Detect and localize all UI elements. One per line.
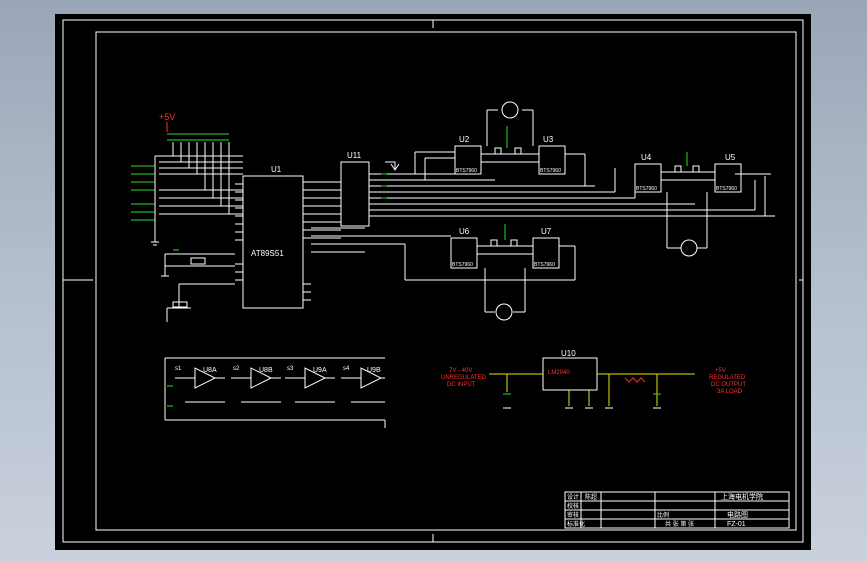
tb-row4-right: 共 张 第 张 <box>665 520 694 528</box>
chip-u2-ref: U2 <box>459 135 470 144</box>
chip-u5-ref: U5 <box>725 153 736 162</box>
chip-u4-ref: U4 <box>641 153 652 162</box>
svg-text:U9A: U9A <box>313 367 327 374</box>
chip-u10-ref: U10 <box>561 349 576 358</box>
tb-row1-left: 设计 <box>567 493 579 501</box>
chip-u5-part: BTS7960 <box>716 186 737 192</box>
chip-u3-part: BTS7960 <box>540 168 561 174</box>
chip-u11: U11 <box>311 151 400 239</box>
chip-u7-part: BTS7960 <box>534 262 555 268</box>
tb-scale-label: 比例 <box>657 511 669 519</box>
supply-label: +5V <box>159 112 175 122</box>
tb-school: 上海电机学院 <box>721 492 763 501</box>
opamp-u9b: s4 U9B <box>341 366 385 403</box>
chip-u1: U1 AT89S51 <box>235 165 311 309</box>
drawing-frame <box>62 16 804 543</box>
motor-m3-icon <box>495 303 513 321</box>
regulator-output-line2: REGULATED <box>709 375 746 381</box>
regulator-input-line2: DC INPUT <box>447 382 476 388</box>
driver-pair-u6-u7: U6 BTS7960 U7 BTS7960 <box>311 224 576 321</box>
tb-row1-mid: 陈超 <box>585 493 597 501</box>
regulator-output-line1: +5V <box>715 368 726 374</box>
control-bus <box>381 151 775 217</box>
opamp-section: s1 U8A s2 U8B s3 U9A s4 U9B <box>164 357 386 428</box>
regulator-output-line4: 3A LOAD <box>717 389 743 395</box>
chip-u4-part: BTS7960 <box>636 186 657 192</box>
tb-drawing-no: FZ-01 <box>727 521 746 528</box>
chip-u2-part: BTS7960 <box>456 168 477 174</box>
u1-right-pins <box>303 181 311 301</box>
regulator-section: U10 LM2940 7V - 40V UNREGULATED DC INPUT… <box>441 349 746 409</box>
schematic-canvas: +5V <box>55 14 811 550</box>
regulator-input-range: 7V - 40V <box>449 368 472 374</box>
driver-pair-u4-u5: U4 BTS7960 U5 BTS7960 <box>634 152 742 257</box>
motor-m1-icon <box>501 101 519 119</box>
svg-text:U8B: U8B <box>259 367 273 374</box>
input-switch-bank <box>131 155 243 246</box>
chip-u11-ref: U11 <box>347 151 362 160</box>
svg-text:s2: s2 <box>233 366 240 372</box>
chip-u10-part: LM2940 <box>548 370 570 376</box>
regulator-input-line1: UNREGULATED <box>441 375 487 381</box>
svg-text:U8A: U8A <box>203 367 217 374</box>
svg-text:s1: s1 <box>175 366 182 372</box>
chip-u6-part: BTS7960 <box>452 262 473 268</box>
opamp-u8a: s1 U8A <box>175 366 225 403</box>
chip-u1-part: AT89S51 <box>251 249 284 258</box>
chip-u1-ref: U1 <box>271 165 282 174</box>
chip-u7-ref: U7 <box>541 227 552 236</box>
svg-text:s3: s3 <box>287 366 294 372</box>
u1-left-pins <box>235 183 243 281</box>
svg-text:s4: s4 <box>343 366 350 372</box>
tb-row3-left: 审核 <box>567 511 579 519</box>
pullup-resistor-network <box>166 122 230 214</box>
opamp-u8b: s2 U8B <box>231 366 281 403</box>
regulator-output-line3: DC OUTPUT <box>711 382 746 388</box>
chip-u3-ref: U3 <box>543 135 554 144</box>
svg-text:U9B: U9B <box>367 367 381 374</box>
title-block: 设计 陈超 校核 审核 标准化 比例 共 张 第 张 上海电机学院 电路图 FZ… <box>564 491 790 529</box>
opamp-u9a: s3 U9A <box>285 366 335 403</box>
tb-drawing-name: 电路图 <box>727 510 748 519</box>
motor-m2-icon <box>680 239 698 257</box>
driver-pair-u2-u3: U2 BTS7960 U3 BTS7960 <box>454 101 566 175</box>
tb-row2-left: 校核 <box>567 502 579 510</box>
tb-row4-left: 标准化 <box>567 520 585 528</box>
chip-u6-ref: U6 <box>459 227 470 236</box>
crystal-circuit <box>161 249 235 322</box>
